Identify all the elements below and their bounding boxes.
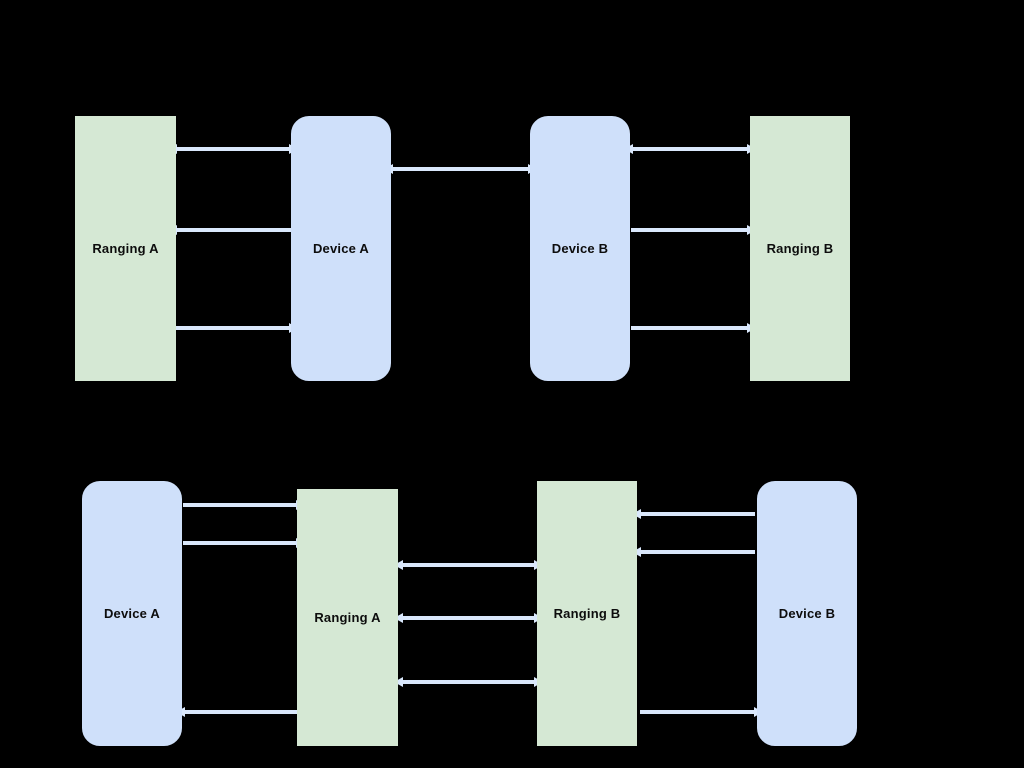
edge-shaft <box>183 541 297 545</box>
node-label: Ranging A <box>92 240 159 256</box>
edge-shaft <box>184 710 297 714</box>
edge-shaft <box>640 512 755 516</box>
node-label: Ranging B <box>766 240 834 256</box>
node-top-ranging-a[interactable]: Ranging A <box>75 116 176 381</box>
node-label: Device A <box>312 240 370 256</box>
edge-shaft <box>173 326 290 330</box>
node-top-ranging-b[interactable]: Ranging B <box>750 116 850 381</box>
node-label: Device B <box>778 605 836 621</box>
edge-shaft <box>176 228 291 232</box>
edge-shaft <box>176 147 290 151</box>
node-label: Ranging B <box>553 605 621 621</box>
edge-shaft <box>631 326 748 330</box>
node-bot-ranging-b[interactable]: Ranging B <box>537 481 637 746</box>
edge-shaft <box>640 550 755 554</box>
node-top-device-a[interactable]: Device A <box>291 116 391 381</box>
edge-shaft <box>631 228 748 232</box>
edge-shaft <box>640 710 755 714</box>
edge-shaft <box>392 167 529 171</box>
edge-shaft <box>402 616 535 620</box>
arrowhead-left-icon <box>394 677 403 687</box>
arrowhead-left-icon <box>394 560 403 570</box>
node-bot-device-b[interactable]: Device B <box>757 481 857 746</box>
node-bot-device-a[interactable]: Device A <box>82 481 182 746</box>
edge-shaft <box>402 563 535 567</box>
node-bot-ranging-a[interactable]: Ranging A <box>297 489 398 746</box>
node-label: Device B <box>551 240 609 256</box>
edge-shaft <box>632 147 748 151</box>
edge-shaft <box>183 503 297 507</box>
node-label: Ranging A <box>314 609 381 625</box>
arrowhead-left-icon <box>394 613 403 623</box>
node-top-device-b[interactable]: Device B <box>530 116 630 381</box>
node-label: Device A <box>103 605 161 621</box>
edge-shaft <box>402 680 535 684</box>
